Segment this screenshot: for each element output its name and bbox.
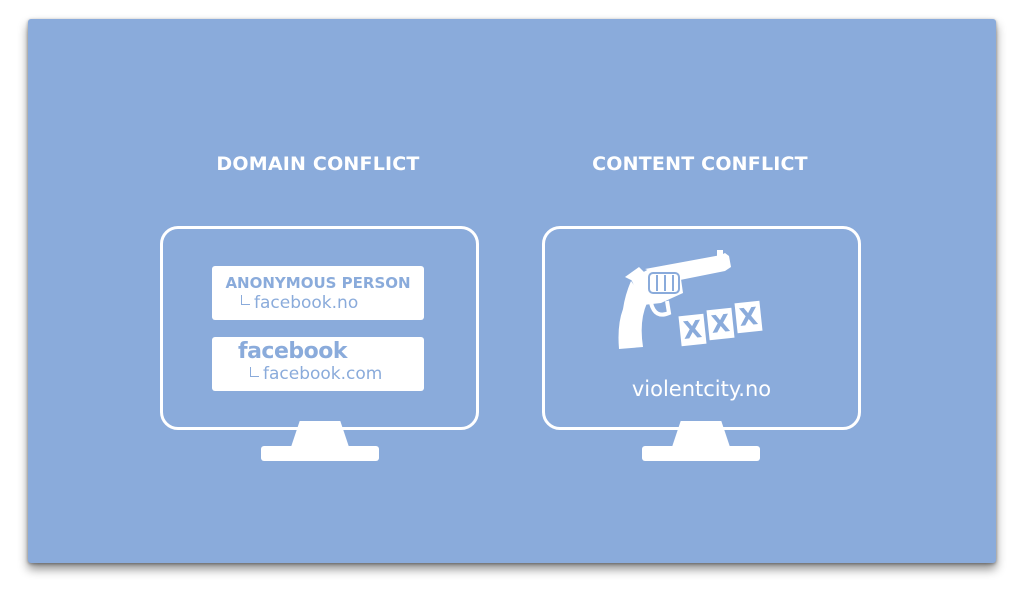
anonymous-person-label: ANONYMOUS PERSON	[225, 274, 411, 292]
right-monitor-screen: X X X violentcity.no	[542, 226, 861, 430]
x-badge: X	[678, 313, 707, 347]
facebook-card: facebook facebook.com	[212, 337, 424, 391]
right-monitor-neck	[672, 421, 730, 447]
anonymous-person-card: ANONYMOUS PERSON facebook.no	[212, 266, 424, 320]
content-conflict-heading: CONTENT CONFLICT	[592, 153, 808, 175]
branch-icon	[241, 295, 250, 305]
violentcity-domain: violentcity.no	[631, 377, 772, 401]
facebook-com-label: facebook.com	[263, 364, 383, 384]
right-monitor-foot	[642, 446, 760, 461]
facebook-wordmark: facebook	[238, 339, 348, 364]
x-badge: X	[706, 307, 735, 341]
left-monitor-screen: ANONYMOUS PERSON facebook.no facebook fa…	[160, 226, 479, 430]
slide: DOMAIN CONFLICT ANONYMOUS PERSON faceboo…	[28, 19, 996, 563]
x-badge: X	[734, 300, 763, 334]
revolver-icon	[618, 250, 731, 349]
branch-icon	[250, 367, 259, 377]
facebook-no-label: facebook.no	[254, 293, 359, 313]
left-monitor-foot	[261, 446, 379, 461]
domain-conflict-heading: DOMAIN CONFLICT	[216, 153, 420, 175]
left-monitor-neck	[291, 421, 349, 447]
